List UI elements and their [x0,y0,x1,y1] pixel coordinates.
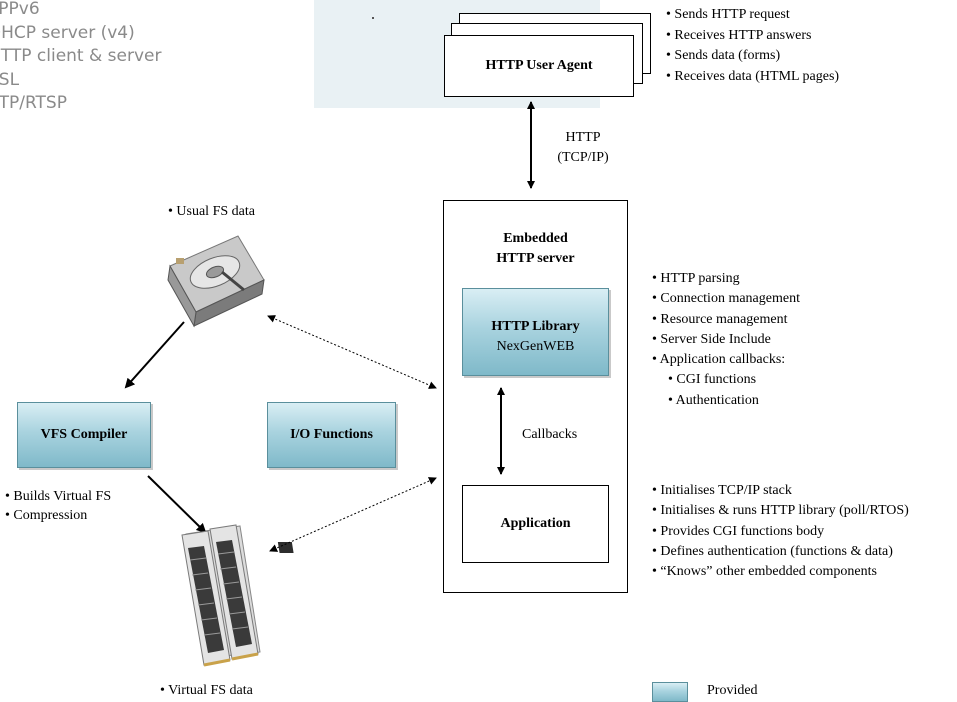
application-label: Application [500,516,571,531]
application-box: Application [462,485,609,563]
http-library-title: HTTP Library [491,319,580,334]
io-functions-box: I/O Functions [267,402,396,468]
note-item: • Connection management [652,291,800,307]
note-item: • Defines authentication (functions & da… [652,543,893,559]
note-item: • “Knows” other embedded components [652,564,877,580]
user-agent-box: HTTP User Agent [444,35,634,97]
application-notes: • Initialises TCP/IP stack • Initialises… [652,481,909,582]
note-item: • Sends HTTP request [666,7,790,22]
protocol-item: RTP/RTSP [0,93,67,113]
note-item: • Initialises & runs HTTP library (poll/… [652,503,909,519]
callbacks-label: Callbacks [522,427,578,442]
http-library-name: NexGenWEB [496,339,575,354]
protocol-item: HTTP client & server [0,46,162,66]
protocol-item: SSL [0,69,20,90]
http-link-line2: (TCP/IP) [557,150,609,165]
note-item: • Compression [5,508,88,523]
legend-swatch [652,682,688,702]
protocol-item: DHCP server (v4) [0,22,135,43]
note-subitem: • CGI functions [668,372,757,388]
server-title-line1: Embedded [503,231,568,246]
note-item: • Provides CGI functions body [652,523,825,539]
compiler-to-memory-arrow [147,475,207,534]
note-item: • Resource management [652,311,788,327]
memory-server-link [269,477,437,552]
note-item: • Initialises TCP/IP stack [652,483,792,498]
disk-to-compiler-arrow [124,321,185,389]
http-link-line1: HTTP [565,130,601,145]
user-agent-notes: • Sends HTTP request • Receives HTTP ans… [666,5,839,87]
panel-dot [372,17,374,19]
usual-fs-label: • Usual FS data [168,204,255,219]
note-item: • HTTP parsing [652,271,740,286]
note-item: • Sends data (forms) [666,48,781,63]
server-title: Embedded HTTP server [443,229,628,269]
vfs-compiler-box: VFS Compiler [17,402,151,468]
vfs-compiler-notes: • Builds Virtual FS • Compression [5,487,111,525]
note-item: • Builds Virtual FS [5,489,112,504]
http-link-label: HTTP (TCP/IP) [548,128,618,168]
vfs-compiler-label: VFS Compiler [40,427,128,442]
virtual-fs-label: • Virtual FS data [160,683,253,698]
note-subitem: • Authentication [668,392,759,408]
note-item: • Receives HTTP answers [666,27,812,43]
legend-label: Provided [707,683,758,698]
disk-server-link [267,315,437,389]
http-library-box: HTTP Library NexGenWEB [462,288,609,376]
protocol-list: PPPv6 DHCP server (v4) HTTP client & ser… [0,0,161,116]
io-functions-label: I/O Functions [290,427,373,442]
protocol-item: PPPv6 [0,0,40,19]
user-agent-label: HTTP User Agent [485,58,593,73]
server-title-line2: HTTP server [496,251,575,266]
note-item: • Receives data (HTML pages) [666,68,840,84]
library-notes: • HTTP parsing • Connection management •… [652,269,800,411]
note-item: • Application callbacks: [652,352,786,368]
note-item: • Server Side Include [652,331,771,347]
